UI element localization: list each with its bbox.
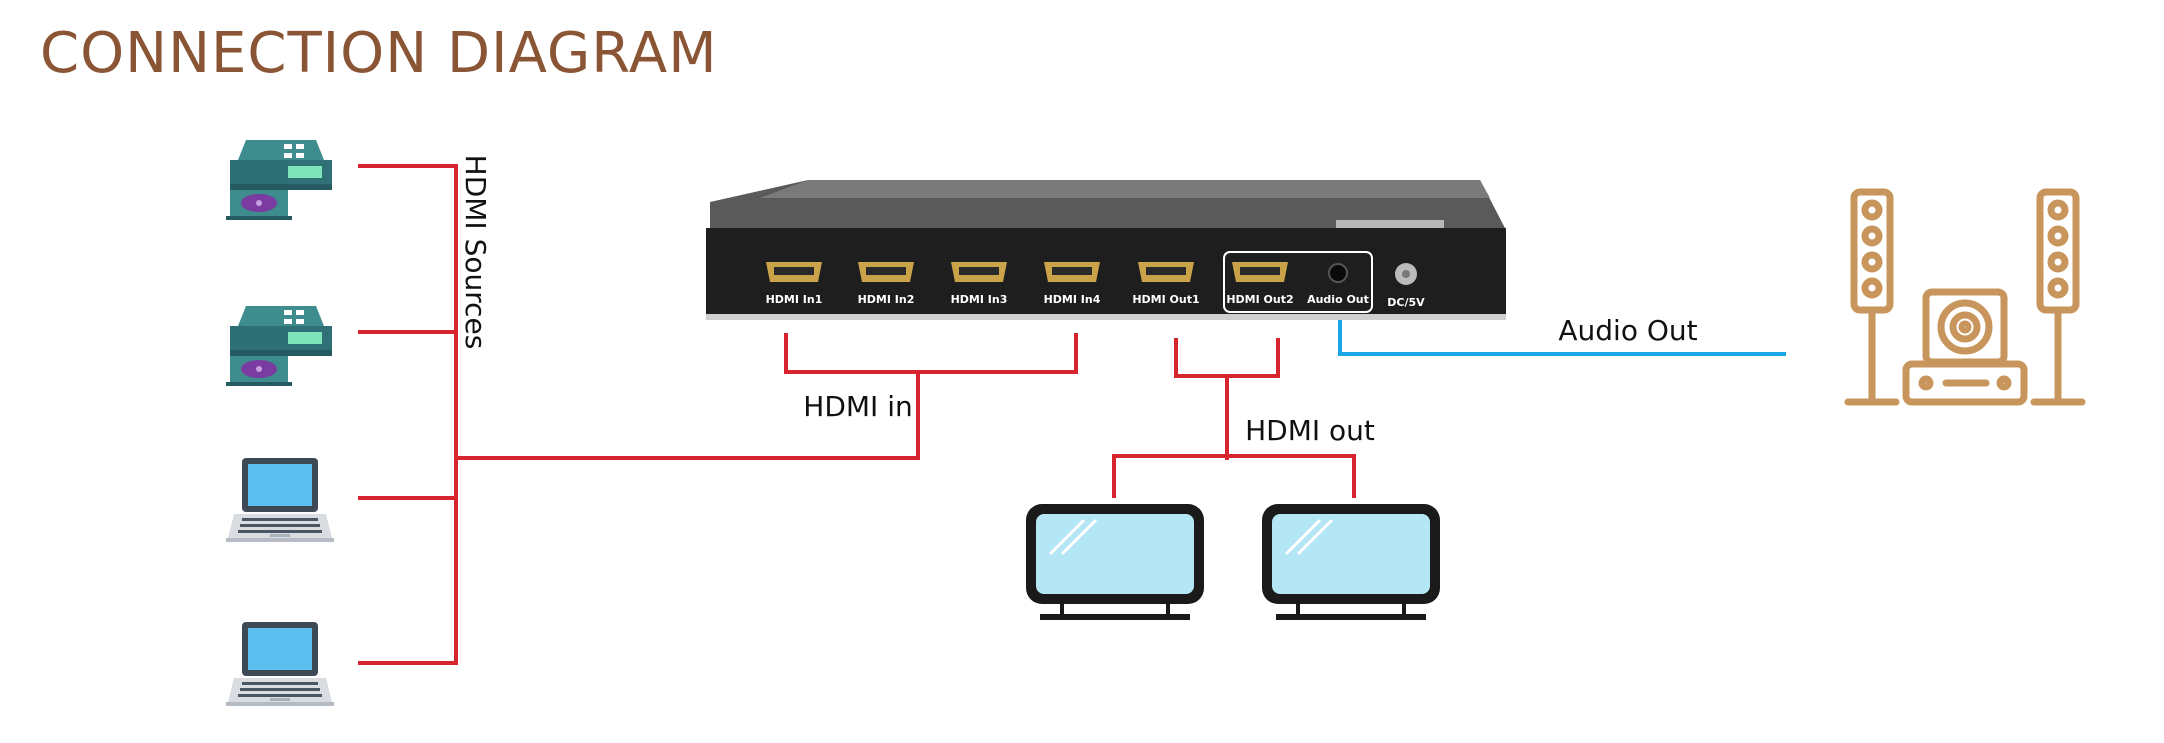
hdmi-port-in1	[766, 262, 822, 282]
hdmi-port-in3	[951, 262, 1007, 282]
monitor-icon	[1026, 504, 1204, 620]
dvd-player-icon	[226, 306, 332, 386]
audio-out-label: Audio Out	[1558, 314, 1697, 347]
port-label: HDMI Out1	[1132, 293, 1199, 306]
hdmi-port-in2	[858, 262, 914, 282]
hdmi-output-wires	[1112, 338, 1356, 498]
port-label: HDMI In4	[1044, 293, 1101, 306]
port-label: HDMI In2	[858, 293, 915, 306]
laptop-icon	[226, 458, 334, 542]
port-label: Audio Out	[1307, 293, 1369, 306]
port-label: HDMI Out2	[1226, 293, 1293, 306]
hdmi-port-out2	[1232, 262, 1288, 282]
dvd-player-icon	[226, 140, 332, 220]
output-highlight-box	[1223, 251, 1373, 313]
hdmi-port-out1	[1138, 262, 1194, 282]
port-label: HDMI In3	[951, 293, 1008, 306]
home-theater-speakers-icon	[1844, 188, 2086, 406]
hdmi-source-wires	[358, 164, 1078, 665]
hdmi-in-label: HDMI in	[803, 390, 912, 423]
hdmi-matrix-switch: HDMI In1 HDMI In2 HDMI In3 HDMI In4 HDMI…	[706, 180, 1506, 320]
page-title: CONNECTION DIAGRAM	[40, 21, 718, 86]
audio-jack-icon	[1328, 263, 1348, 283]
laptop-icon	[226, 622, 334, 706]
hdmi-out-label: HDMI out	[1245, 414, 1375, 447]
power-jack-icon	[1395, 263, 1417, 285]
hdmi-sources-label: HDMI Sources	[459, 155, 492, 350]
audio-wire	[1338, 320, 1786, 356]
monitor-icon	[1262, 504, 1440, 620]
port-label: HDMI In1	[766, 293, 823, 306]
hdmi-port-in4	[1044, 262, 1100, 282]
port-label: DC/5V	[1387, 296, 1425, 309]
